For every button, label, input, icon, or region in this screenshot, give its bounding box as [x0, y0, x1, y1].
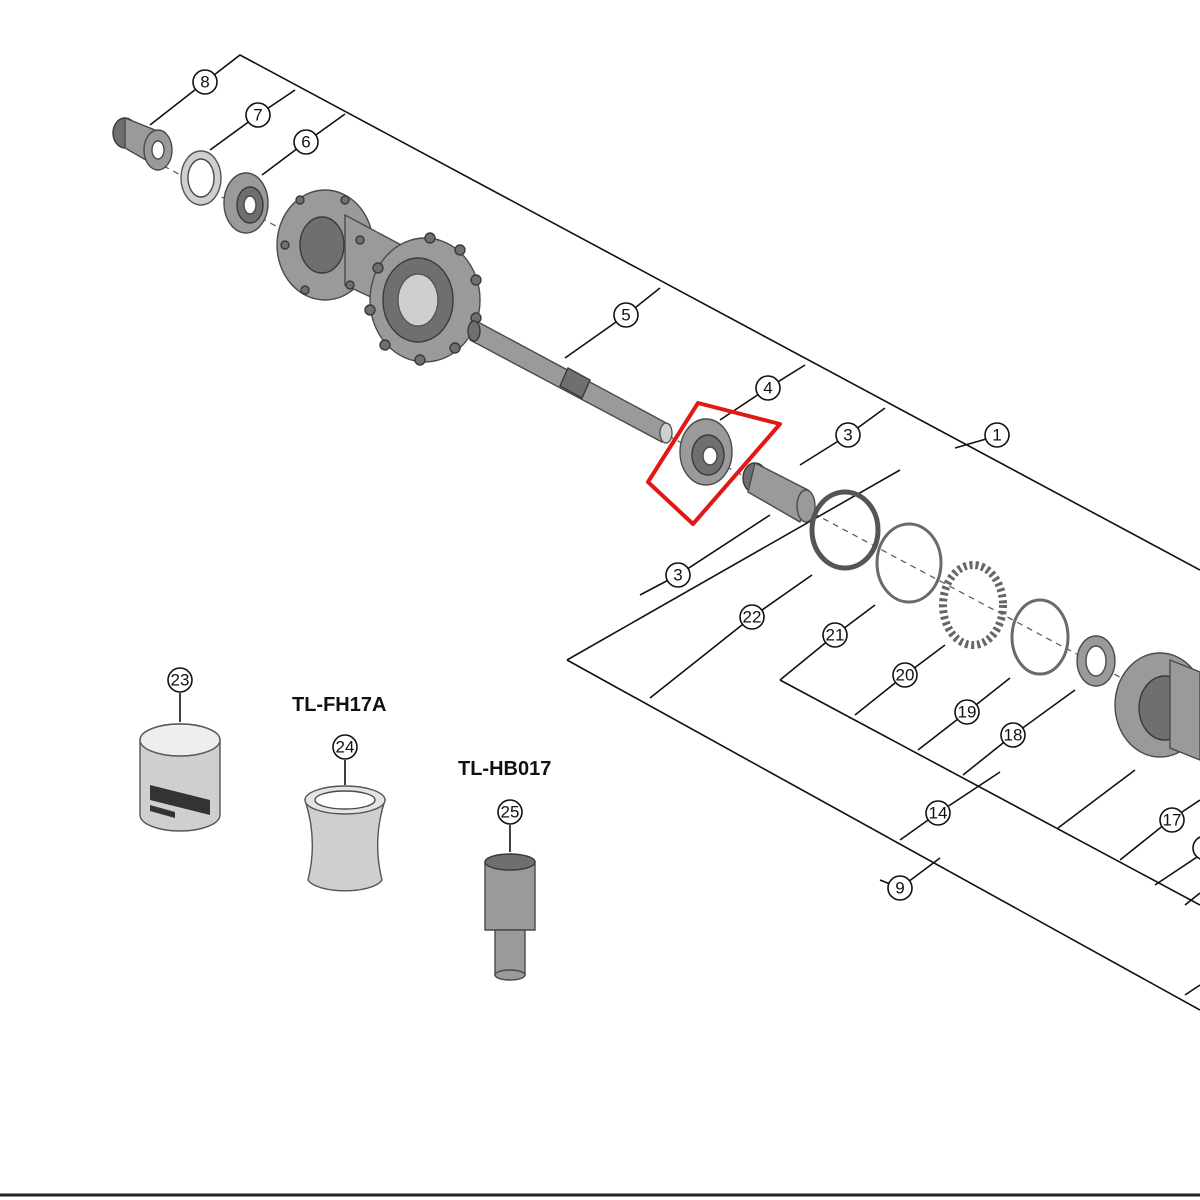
part-18-bearing: [1076, 635, 1116, 687]
callout-6: 6: [293, 129, 319, 155]
leader-14: [899, 771, 1001, 841]
callout-18: 18: [1000, 722, 1026, 748]
leader-frame-left: [566, 469, 901, 661]
part-19-ring: [1010, 598, 1070, 676]
svg-text:9: 9: [895, 879, 904, 898]
svg-text:23: 23: [171, 671, 190, 690]
svg-text:20: 20: [896, 666, 915, 685]
leader-frame-inner: [779, 679, 1200, 906]
svg-text:6: 6: [301, 133, 310, 152]
svg-text:19: 19: [958, 703, 977, 722]
leader-lines: [149, 54, 1200, 1011]
svg-text:24: 24: [336, 738, 355, 757]
leader-22: [649, 574, 813, 699]
part-8-end-cap: [112, 116, 173, 171]
callout-3-bottom: 3: [665, 562, 691, 588]
leader-extra-4: [1184, 984, 1200, 996]
callout-7: 7: [245, 102, 271, 128]
svg-text:3: 3: [673, 566, 682, 585]
callout-5: 5: [613, 302, 639, 328]
callout-20: 20: [892, 662, 918, 688]
leader-frame-top: [204, 54, 1200, 571]
svg-text:7: 7: [253, 106, 262, 125]
part-21-ring: [875, 522, 943, 604]
svg-text:1: 1: [992, 426, 1001, 445]
svg-text:3: 3: [843, 426, 852, 445]
grease-jar: [139, 723, 221, 832]
svg-text:21: 21: [826, 626, 845, 645]
leader-extra-2: [1154, 854, 1200, 886]
svg-text:4: 4: [763, 379, 772, 398]
callout-25: 25: [497, 799, 523, 825]
tool-label-tl-hb017: TL-HB017: [458, 758, 551, 780]
leader-extra-3: [1184, 892, 1200, 906]
svg-text:22: 22: [743, 608, 762, 627]
freehub-body: [1114, 652, 1200, 761]
part-6-bearing: [223, 172, 269, 234]
callout-17: 17: [1159, 807, 1185, 833]
svg-text:14: 14: [929, 804, 948, 823]
svg-text:17: 17: [1163, 811, 1182, 830]
leader-17: [1119, 799, 1200, 861]
callout-4: 4: [755, 375, 781, 401]
highlight-part-4: [646, 401, 782, 526]
leader-5: [564, 287, 661, 359]
callout-9: 9: [887, 875, 913, 901]
svg-text:18: 18: [1004, 726, 1023, 745]
callout-19: 19: [954, 699, 980, 725]
tool-label-tl-fh17a: TL-FH17A: [292, 694, 386, 716]
callout-8: 8: [192, 69, 218, 95]
leader-frame-bottom: [566, 659, 1200, 1011]
part-20-ratchet-ring: [939, 561, 1007, 649]
part-5-axle: [467, 320, 673, 444]
callout-3-top: 3: [835, 422, 861, 448]
svg-text:5: 5: [621, 306, 630, 325]
callout-24: 24: [332, 734, 358, 760]
svg-text:8: 8: [200, 73, 209, 92]
part-22-ring: [809, 489, 881, 571]
callout-cutoff: [1192, 836, 1200, 860]
callout-23: 23: [167, 667, 193, 693]
callout-14: 14: [925, 800, 951, 826]
part-4-bearing: [679, 418, 733, 486]
callout-1: 1: [984, 422, 1010, 448]
callout-22: 22: [739, 604, 765, 630]
svg-text:25: 25: [501, 803, 520, 822]
hub-shell: [276, 189, 482, 366]
tool-tl-fh17a: [304, 785, 386, 892]
explosion-axis: [114, 139, 1200, 721]
part-7-seal-ring: [180, 150, 222, 206]
callout-bubbles: 8 7 6 5 4 3 1 3 22 21 20 19 18 14 9 17 2…: [167, 69, 1185, 901]
part-3-sleeve: [742, 461, 816, 524]
leader-extra-1: [1057, 769, 1136, 829]
tool-tl-hb017: [484, 853, 536, 981]
callout-21: 21: [822, 622, 848, 648]
